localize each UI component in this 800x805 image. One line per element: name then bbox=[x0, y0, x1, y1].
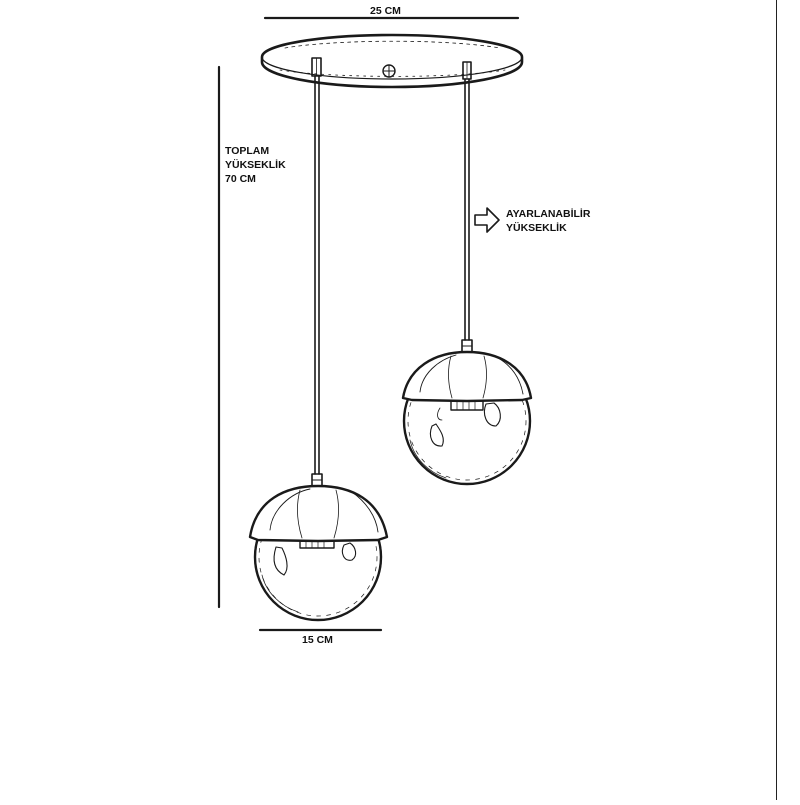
pendant-right bbox=[401, 339, 533, 486]
cord-left bbox=[314, 75, 320, 475]
total-height-label-line2: YÜKSEKLİK bbox=[225, 159, 286, 171]
right-arrow-outline-icon bbox=[474, 207, 500, 233]
right-border-line bbox=[776, 0, 777, 800]
top-width-label: 25 CM bbox=[370, 5, 401, 17]
cord-right bbox=[464, 78, 470, 341]
total-height-label: TOPLAM YÜKSEKLİK 70 CM bbox=[225, 144, 286, 186]
adjustable-label-line1: AYARLANABİLİR bbox=[506, 208, 591, 220]
pendant-left bbox=[248, 473, 389, 622]
total-height-label-line3: 70 CM bbox=[225, 173, 256, 185]
adjustable-height-label: AYARLANABİLİR YÜKSEKLİK bbox=[506, 207, 590, 235]
ceiling-canopy bbox=[260, 33, 524, 89]
total-height-label-line1: TOPLAM bbox=[225, 145, 270, 157]
adjustable-label-line2: YÜKSEKLİK bbox=[506, 222, 567, 234]
globe-width-label: 15 CM bbox=[302, 634, 333, 646]
